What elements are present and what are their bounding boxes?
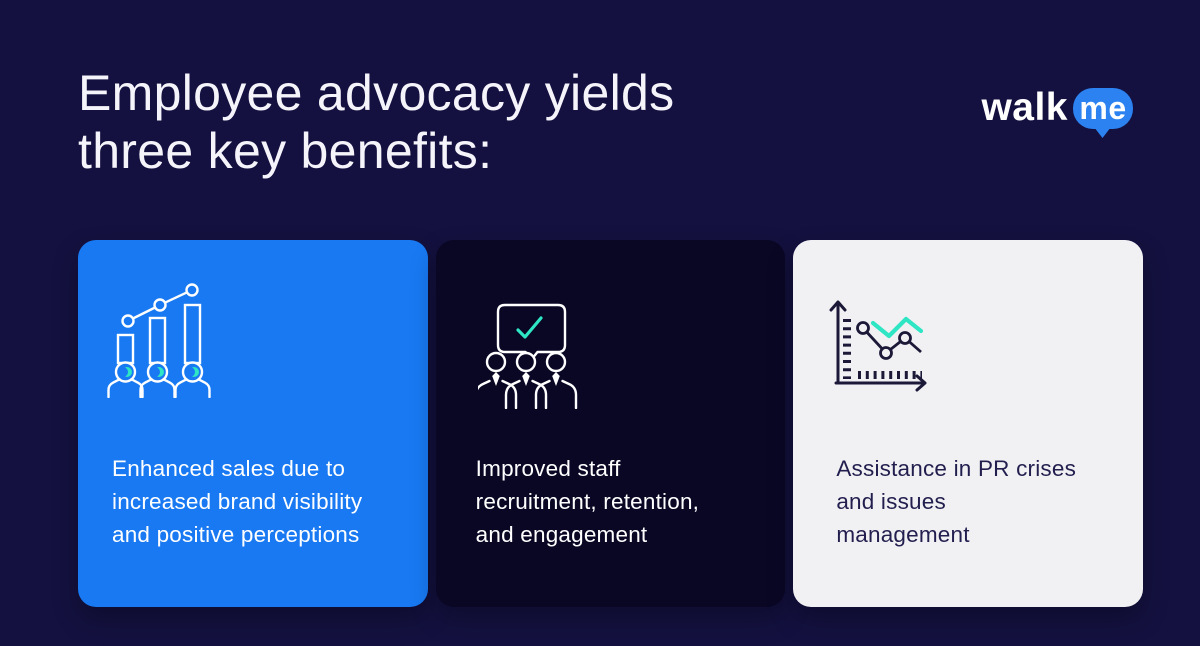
page-title-line-2: three key benefits: (78, 123, 493, 179)
card-text-line: Enhanced sales due to (112, 456, 346, 481)
card-pr-crises: Assistance in PR crises and issues manag… (793, 240, 1144, 607)
page-title-line-1: Employee advocacy yields (78, 65, 675, 121)
card-text-line: management (836, 522, 970, 547)
card-enhanced-sales: Enhanced sales due to increased brand vi… (78, 240, 428, 607)
card-staff-recruitment: Improved staff recruitment, retention, a… (435, 240, 786, 607)
logo-walk-text: walk (981, 86, 1068, 129)
page-title: Employee advocacy yields three key benef… (78, 64, 674, 180)
card-text: Assistance in PR crises and issues manag… (836, 452, 1136, 551)
logo-me-text: me (1079, 90, 1127, 126)
card-text-line: recruitment, retention, (475, 489, 700, 514)
logo-me-speech-bubble: me (1073, 88, 1133, 138)
card-text-line: and positive perceptions (112, 522, 360, 547)
benefit-cards: Enhanced sales due to increased brand vi… (78, 240, 1144, 607)
card-text-line: and engagement (475, 522, 648, 547)
speech-bubble-tail-icon (1094, 127, 1111, 138)
card-text-line: Assistance in PR crises (836, 456, 1077, 481)
card-text-line: and issues (836, 489, 946, 514)
card-text: Enhanced sales due to increased brand vi… (112, 452, 417, 551)
card-text: Improved staff recruitment, retention, a… (476, 452, 776, 551)
walkme-logo: walk me (981, 86, 1133, 138)
card-text-line: increased brand visibility (112, 489, 363, 514)
people-bar-chart-icon (100, 270, 212, 403)
crisis-line-chart-icon (820, 295, 938, 402)
card-text-line: Improved staff (475, 456, 621, 481)
team-approval-speech-bubble-icon (474, 303, 586, 414)
